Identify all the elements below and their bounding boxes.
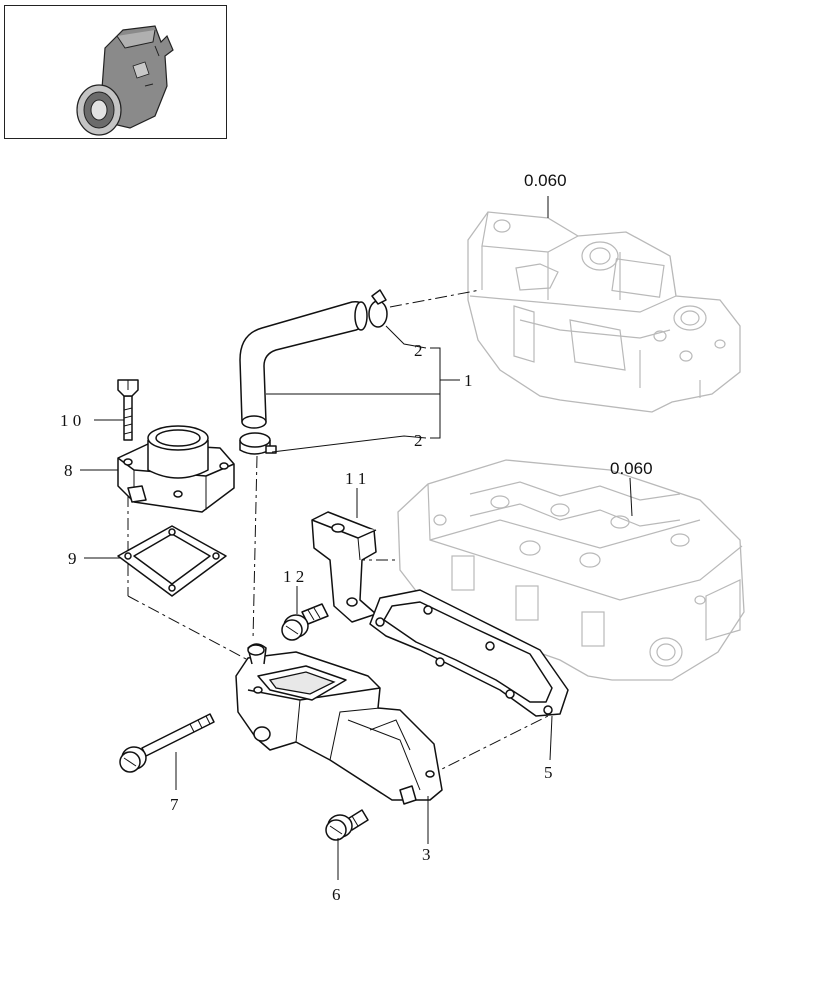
callout-12: 1 2 bbox=[283, 567, 304, 586]
hose-clamp-upper[interactable] bbox=[368, 289, 388, 328]
manifold-gasket[interactable] bbox=[369, 589, 569, 717]
callout-6: 6 bbox=[332, 885, 341, 904]
leader-lines bbox=[80, 196, 633, 880]
bolt-long[interactable] bbox=[117, 379, 139, 441]
bolt-manifold-lower[interactable] bbox=[325, 809, 369, 841]
callout-7: 7 bbox=[170, 795, 179, 814]
ref-cylinder-head-cover: 0.060 bbox=[524, 171, 567, 190]
callout-10: 1 0 bbox=[60, 411, 81, 430]
callout-1: 1 bbox=[464, 371, 473, 390]
mounting-bracket[interactable] bbox=[311, 511, 377, 623]
engine-thumbnail bbox=[4, 5, 227, 139]
hose-clamp-lower[interactable] bbox=[239, 432, 277, 455]
coolant-hose[interactable] bbox=[239, 300, 368, 429]
thermostat-housing[interactable] bbox=[117, 425, 235, 513]
callout-5: 5 bbox=[544, 763, 553, 782]
callout-11: 1 1 bbox=[345, 469, 366, 488]
gasket-thermostat[interactable] bbox=[117, 525, 227, 597]
ref-cylinder-head: 0.060 bbox=[610, 459, 653, 478]
manifold[interactable] bbox=[235, 643, 443, 805]
callout-2-upper: 2 bbox=[414, 341, 423, 360]
bolt-short-bracket[interactable] bbox=[281, 603, 329, 641]
callout-3: 3 bbox=[422, 845, 431, 864]
callout-2-lower: 2 bbox=[414, 431, 423, 450]
cylinder-head-cover-ghost bbox=[467, 211, 741, 413]
engine-thumbnail-icon bbox=[76, 25, 174, 136]
bolt-long-manifold[interactable] bbox=[119, 713, 215, 773]
callout-8: 8 bbox=[64, 461, 73, 480]
callout-9: 9 bbox=[68, 549, 77, 568]
